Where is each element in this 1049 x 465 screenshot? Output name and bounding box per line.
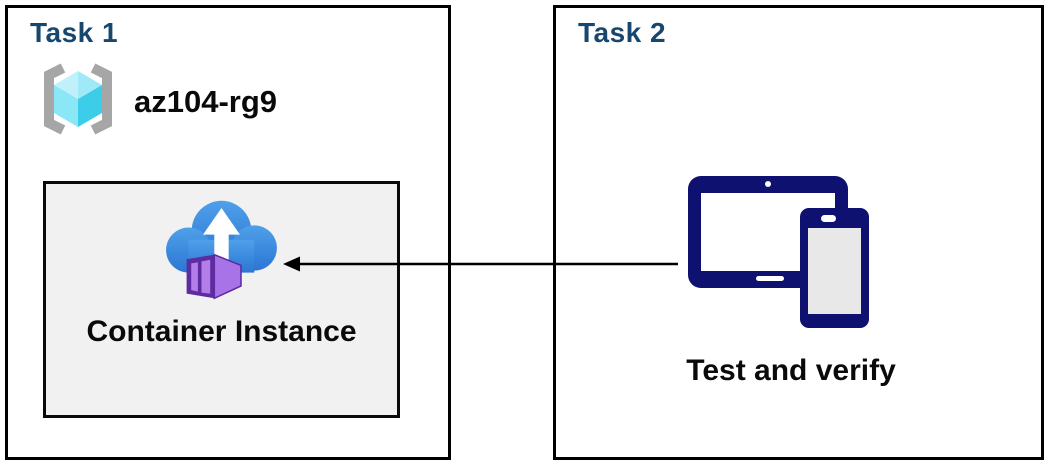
task2-title: Task 2 [578,17,667,48]
test-and-verify-label: Test and verify [686,354,896,387]
resource-group-icon [36,60,120,143]
task1-title: Task 1 [30,17,119,48]
tablet-phone-icon [688,168,872,328]
container-instance-icon [163,196,281,305]
container-instance-box: Container Instance [43,181,400,418]
task1-box: Task 1 az104-rg9 [5,5,451,460]
container-instance-label: Container Instance [86,315,357,348]
resource-group-name: az104-rg9 [134,83,278,119]
task2-box: Task 2 Test and verify [553,5,1044,460]
arrow-connector [283,256,678,272]
resource-group-row: az104-rg9 [36,60,277,143]
